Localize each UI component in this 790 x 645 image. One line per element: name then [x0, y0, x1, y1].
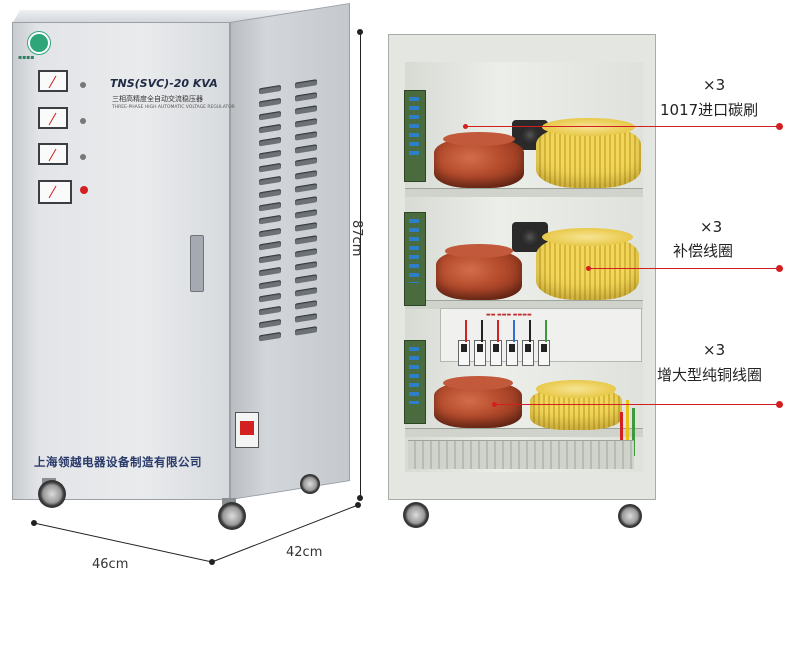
callout-marker-3 — [776, 401, 783, 408]
voltmeter-3 — [38, 143, 68, 165]
height-dimension-line — [360, 32, 361, 498]
callout-2-quantity: ×3 — [700, 218, 723, 236]
cabinet-base-vent — [408, 440, 634, 469]
product-subtitle-cn: 三相高精度全自动交流稳压器 — [112, 95, 203, 103]
breaker-5 — [522, 340, 534, 366]
callout-1-quantity: ×3 — [703, 76, 726, 94]
indicator-light-1 — [80, 82, 86, 88]
power-indicator-light — [80, 186, 88, 194]
door-handle — [190, 235, 204, 292]
caster-open-right — [618, 504, 642, 528]
company-name: 上海领越电器设备制造有限公司 — [34, 455, 202, 469]
compensation-coil-1 — [536, 118, 641, 188]
model-label: TNS(SVC)-20 KVA — [110, 77, 218, 90]
control-board-2 — [404, 212, 426, 306]
voltmeter-1 — [38, 70, 68, 92]
voltmeter-2 — [38, 107, 68, 129]
brand-logo-icon — [28, 32, 50, 54]
main-breaker — [235, 412, 259, 448]
shelf-2 — [405, 300, 643, 309]
breaker-6 — [538, 340, 550, 366]
indicator-light-2 — [80, 118, 86, 124]
breaker-2 — [474, 340, 486, 366]
callout-marker-1 — [776, 123, 783, 130]
copper-coil-red — [434, 376, 522, 428]
caster-rear — [300, 474, 320, 494]
caster-front-left — [38, 480, 66, 508]
indicator-light-3 — [80, 154, 86, 160]
breaker-panel-caption: ▬▬ ▬▬▬ ▬▬▬▬ — [486, 312, 532, 318]
carbon-brush-regulator-coil-2 — [436, 244, 522, 300]
callout-3-label: 增大型纯铜线圈 — [657, 366, 763, 384]
caster-open-left — [403, 502, 429, 528]
voltmeter-4 — [38, 180, 72, 204]
brand-logo-text: ▪▪▪▪ — [18, 54, 35, 61]
callout-marker-2 — [776, 265, 783, 272]
callout-3-quantity: ×3 — [703, 341, 726, 359]
carbon-brush-regulator-coil-1 — [434, 132, 524, 188]
shelf-1 — [405, 188, 643, 197]
breaker-3 — [490, 340, 502, 366]
caster-front-right — [218, 502, 246, 530]
callout-1-label: 1017进口碳刷 — [660, 101, 759, 119]
breaker-1 — [458, 340, 470, 366]
width-dimension-label: 46cm — [92, 557, 129, 572]
callout-2-label: 补偿线圈 — [673, 242, 734, 260]
breaker-4 — [506, 340, 518, 366]
shelf-3 — [405, 428, 643, 437]
depth-dimension-label: 42cm — [286, 545, 323, 560]
control-board-1 — [404, 90, 426, 182]
copper-coil-yellow — [530, 380, 622, 430]
control-board-3 — [404, 340, 426, 424]
product-subtitle-en: THREE-PHASE HIGH AUTOMATIC VOLTAGE REGUL… — [112, 105, 235, 110]
